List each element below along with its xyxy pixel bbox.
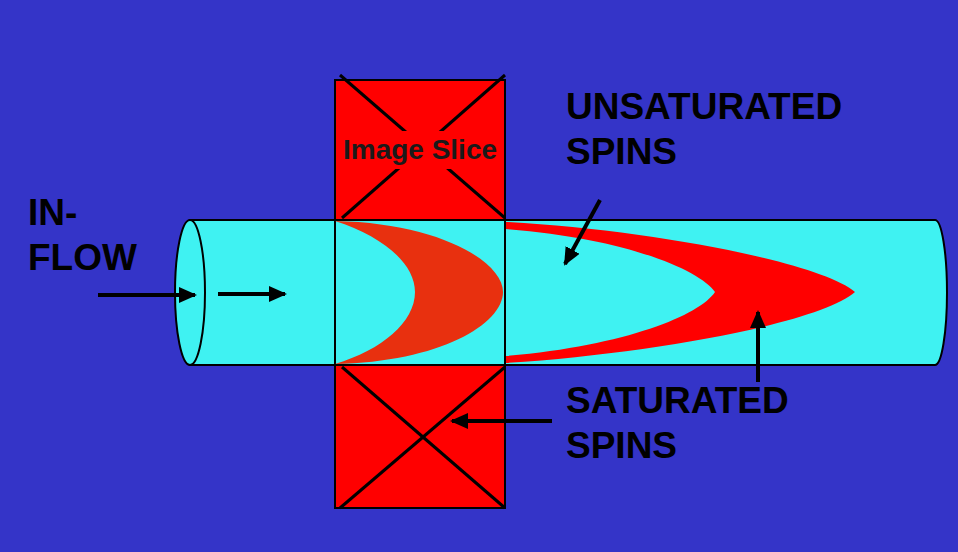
image-slice: Image Slice [337, 84, 503, 216]
inflow-arrow [98, 293, 195, 297]
slab-edge [504, 220, 506, 365]
vessel-tube [190, 220, 947, 365]
saturated-band [506, 222, 855, 363]
inflow-arrow [218, 292, 285, 296]
cross-line [340, 367, 505, 508]
annotation-label: IN- FLOW [28, 190, 178, 280]
leader-arrow [452, 419, 552, 423]
cross-line [340, 75, 505, 218]
saturated-bolus [335, 221, 503, 364]
slice-label: Image Slice [340, 131, 500, 169]
leader-arrow [756, 312, 760, 382]
annotation-label: SATURATED SPINS [566, 378, 906, 468]
slab-edge [334, 220, 336, 365]
leader-arrow [565, 200, 600, 264]
annotation-label: UNSATURATED SPINS [566, 84, 916, 174]
cross-line [342, 367, 505, 508]
vessel-opening [175, 220, 205, 365]
